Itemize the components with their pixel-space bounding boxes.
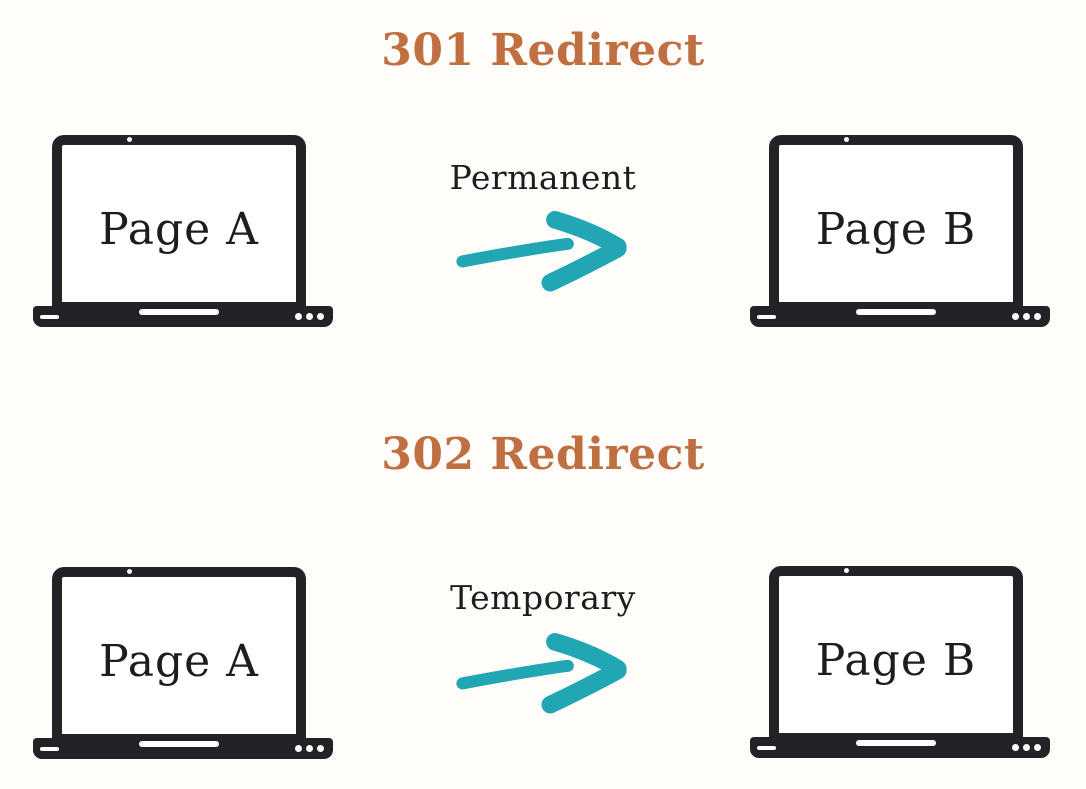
laptop-screen: Page B bbox=[769, 566, 1023, 737]
screen-label: Page A bbox=[99, 636, 259, 687]
base-dots bbox=[295, 313, 324, 320]
base-dots bbox=[1012, 313, 1041, 320]
laptop-screen: Page B bbox=[769, 135, 1023, 306]
camera-dot-icon bbox=[844, 137, 849, 142]
base-dash bbox=[40, 315, 59, 319]
laptop-base bbox=[33, 306, 333, 327]
laptop-screen: Page A bbox=[52, 567, 306, 738]
camera-dot-icon bbox=[127, 569, 132, 574]
arrow-label: Permanent bbox=[449, 158, 637, 197]
base-dash bbox=[757, 746, 776, 750]
laptop-base bbox=[33, 738, 333, 759]
trackpad-pill bbox=[856, 740, 936, 746]
laptop-icon: Page B bbox=[750, 566, 1050, 758]
camera-dot-icon bbox=[127, 137, 132, 142]
laptop-icon: Page A bbox=[33, 135, 333, 327]
laptop-screen: Page A bbox=[52, 135, 306, 306]
base-dots bbox=[295, 745, 324, 752]
trackpad-pill bbox=[139, 741, 219, 747]
laptop-base bbox=[750, 306, 1050, 327]
arrow-right-icon bbox=[456, 211, 627, 292]
base-dots bbox=[1012, 744, 1041, 751]
laptop-icon: Page A bbox=[33, 567, 333, 759]
trackpad-pill bbox=[856, 309, 936, 315]
section-title: 301 Redirect bbox=[381, 25, 705, 76]
arrow-right-icon bbox=[456, 633, 627, 714]
section-title: 302 Redirect bbox=[381, 429, 705, 480]
screen-label: Page B bbox=[815, 635, 977, 686]
arrow-label: Temporary bbox=[450, 578, 636, 617]
base-dash bbox=[40, 747, 59, 751]
screen-label: Page B bbox=[815, 204, 977, 255]
screen-label: Page A bbox=[99, 204, 259, 255]
laptop-base bbox=[750, 737, 1050, 758]
camera-dot-icon bbox=[844, 568, 849, 573]
laptop-icon: Page B bbox=[750, 135, 1050, 327]
base-dash bbox=[757, 315, 776, 319]
trackpad-pill bbox=[139, 309, 219, 315]
